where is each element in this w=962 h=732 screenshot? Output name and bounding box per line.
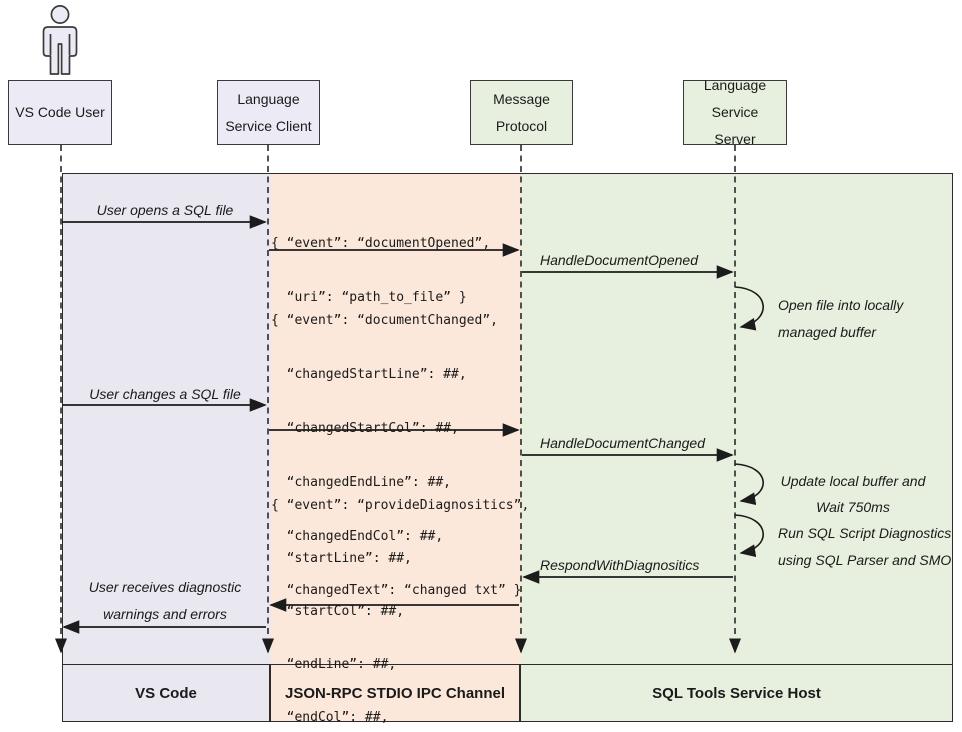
lane-ipc-channel — [271, 174, 521, 721]
participant-label: Language Service Server — [703, 77, 767, 147]
payload-line: { “event”: “documentChanged”, — [271, 313, 498, 328]
participant-message-protocol: Message Protocol — [470, 80, 573, 145]
payload-line: { “event”: “provideDiagnositics”, — [271, 498, 530, 513]
note-line: using SQL Parser and SMO — [778, 552, 952, 568]
participant-language-service-server: Language Service Server — [683, 77, 787, 147]
note-line: Update local buffer and — [780, 473, 926, 489]
lane-vscode — [63, 174, 271, 721]
payload-line: “changedEndCol”: ##, — [271, 529, 444, 544]
user-actor-icon — [42, 5, 78, 75]
message-label-respond-with-diagnostics: RespondWithDiagnositics — [540, 557, 700, 573]
payload-line: “endLine”: ##, — [271, 657, 397, 672]
message-label-handle-document-changed: HandleDocumentChanged — [540, 435, 705, 451]
label-line: warnings and errors — [103, 606, 227, 622]
payload-document-changed: { “event”: “documentChanged”, “changedSt… — [271, 279, 521, 633]
payload-line: “uri”: “path_to_file” } — [271, 290, 467, 305]
lane-footer-label: SQL Tools Service Host — [652, 684, 821, 702]
lane-footer-ipc-channel: JSON-RPC STDIO IPC Channel — [270, 664, 520, 722]
payload-line: “startLine”: ##, — [271, 551, 412, 566]
payload-line: “endCol”: ##, — [271, 710, 389, 725]
note-line: managed buffer — [778, 324, 877, 340]
payload-provide-diagnostics: { “event”: “provideDiagnositics”, “start… — [271, 464, 529, 732]
lane-footer-label: JSON-RPC STDIO IPC Channel — [284, 684, 506, 702]
lane-footer-vscode: VS Code — [62, 664, 270, 722]
lane-service-host — [521, 174, 952, 721]
message-label-user-changes-file: User changes a SQL file — [89, 386, 241, 402]
participant-label: Language Service Client — [225, 90, 312, 134]
payload-line: { “event”: “documentOpened”, — [271, 236, 491, 251]
note-update-buffer-wait: Update local buffer and Wait 750ms — [768, 468, 938, 520]
note-run-sql-diagnostics: Run SQL Script Diagnostics using SQL Par… — [778, 520, 951, 574]
payload-line: “changedStartCol”: ##, — [271, 421, 459, 436]
note-line: Open file into locally — [778, 297, 904, 313]
payload-line: “changedStartLine”: ##, — [271, 367, 467, 382]
message-label-user-receives-diagnostics: User receives diagnostic warnings and er… — [62, 574, 268, 628]
lane-footer-service-host: SQL Tools Service Host — [520, 664, 953, 722]
participant-label: VS Code User — [15, 104, 105, 120]
note-open-file-into-buffer: Open file into locally managed buffer — [778, 292, 903, 346]
payload-line: “startCol”: ##, — [271, 604, 405, 619]
participant-label: Message Protocol — [493, 90, 550, 134]
payload-line: “changedText”: “changed txt” } — [271, 583, 522, 598]
label-line: User receives diagnostic — [88, 579, 242, 595]
note-line: Run SQL Script Diagnostics — [778, 525, 952, 541]
message-label-user-opens-file: User opens a SQL file — [96, 202, 234, 218]
message-label-handle-document-opened: HandleDocumentOpened — [540, 252, 698, 268]
payload-line: “changedEndLine”: ##, — [271, 475, 452, 490]
participant-vscode-user: VS Code User — [8, 80, 112, 145]
participant-language-service-client: Language Service Client — [217, 80, 320, 145]
payload-document-opened: { “event”: “documentOpened”, “uri”: “pat… — [271, 202, 490, 340]
swimlane-band — [62, 173, 953, 722]
note-line: Wait 750ms — [816, 499, 890, 515]
lane-footer-label: VS Code — [135, 684, 197, 702]
